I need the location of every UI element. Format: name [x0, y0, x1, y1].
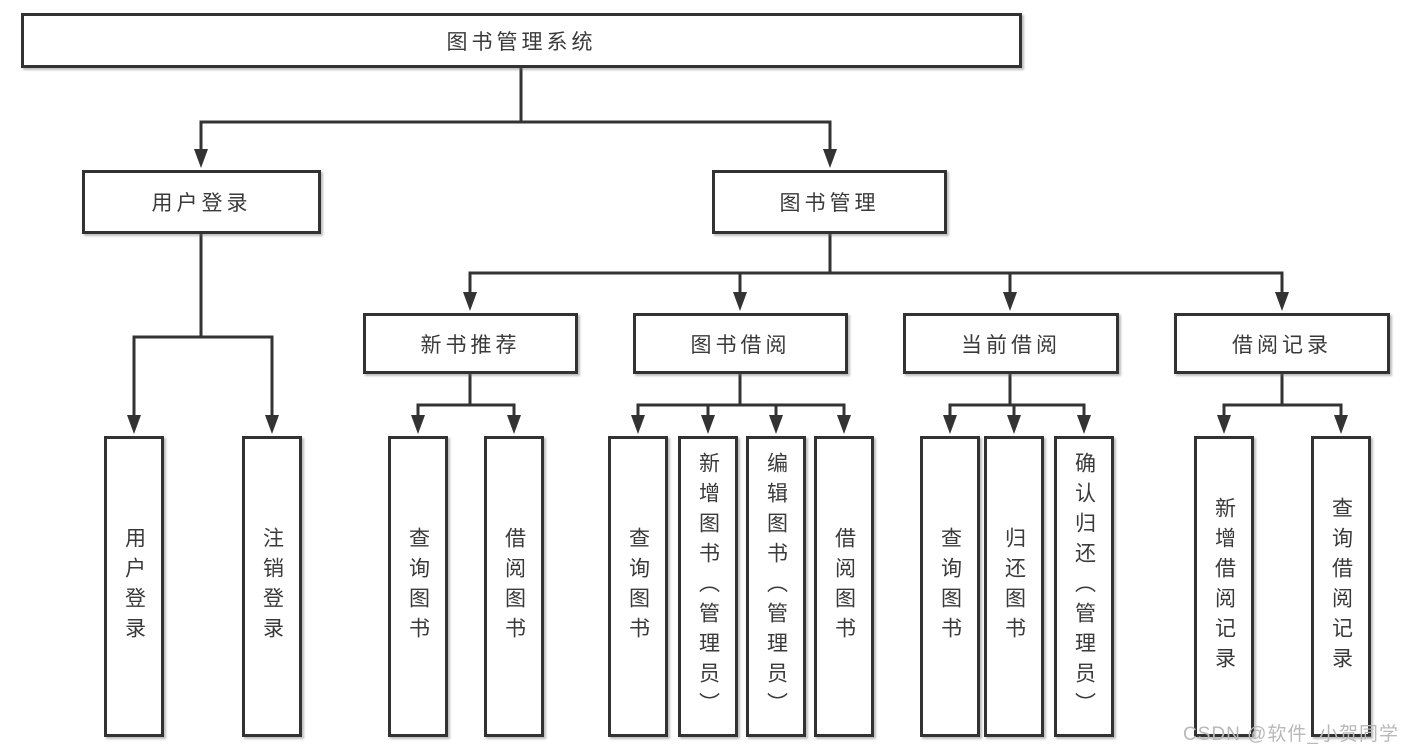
node-leaf-add-borrow-record: 新增借阅记录: [1194, 436, 1254, 737]
branch-label: 用户登录: [151, 192, 252, 215]
module-label: 当前借阅: [961, 333, 1061, 357]
connector-root-drops: [199, 120, 832, 152]
node-branch-book-management: 图书管理: [712, 170, 947, 234]
connector-borrow-drops: [636, 403, 846, 418]
node-leaf-user-login: 用户登录: [104, 436, 164, 737]
leaf-label: 归还图书: [1002, 526, 1026, 647]
leaf-label: 编辑图书（管理员）: [764, 451, 788, 722]
leaf-label: 查询图书: [406, 526, 430, 647]
node-module-new-book-recommend: 新书推荐: [363, 313, 578, 374]
leaf-label: 用户登录: [122, 526, 146, 647]
node-leaf-confirm-return-admin: 确认归还（管理员）: [1054, 436, 1114, 737]
leaf-label: 查询借阅记录: [1329, 496, 1353, 677]
node-leaf-query-book-recommend: 查询图书: [388, 436, 448, 737]
leaf-label: 确认归还（管理员）: [1072, 451, 1096, 722]
node-leaf-query-book-current: 查询图书: [920, 436, 980, 737]
leaf-label: 注销登录: [260, 526, 284, 647]
connector-current-drops: [948, 403, 1086, 418]
connector-newbook-drops: [416, 403, 516, 418]
node-module-current-borrow: 当前借阅: [903, 313, 1119, 374]
module-label: 借阅记录: [1232, 333, 1332, 357]
leaf-label: 查询图书: [626, 526, 650, 647]
csdn-watermark: CSDN @软件_小贺同学: [1183, 724, 1399, 745]
node-root-label: 图书管理系统: [446, 30, 597, 54]
leaf-label: 借阅图书: [832, 526, 856, 647]
leaf-label: 查询图书: [938, 526, 962, 647]
node-leaf-borrow-book: 借阅图书: [814, 436, 874, 737]
leaf-label: 新增借阅记录: [1212, 496, 1236, 677]
node-module-book-borrow: 图书借阅: [633, 313, 848, 374]
node-leaf-query-book-borrow: 查询图书: [608, 436, 668, 737]
connector-records-drops: [1222, 403, 1343, 418]
node-module-borrow-records: 借阅记录: [1174, 313, 1390, 374]
node-leaf-add-book-admin: 新增图书（管理员）: [678, 436, 738, 737]
node-leaf-edit-book-admin: 编辑图书（管理员）: [746, 436, 806, 737]
node-root: 图书管理系统: [21, 13, 1022, 68]
node-leaf-query-borrow-record: 查询借阅记录: [1311, 436, 1371, 737]
arrowheads: [127, 149, 1348, 434]
node-leaf-logout: 注销登录: [242, 436, 302, 737]
module-label: 新书推荐: [420, 333, 521, 357]
node-branch-user-login: 用户登录: [82, 170, 321, 234]
node-leaf-return-book: 归还图书: [984, 436, 1044, 737]
leaf-label: 新增图书（管理员）: [696, 451, 720, 722]
connector-bookmgmt-drops: [468, 271, 1284, 295]
node-leaf-borrow-book-recommend: 借阅图书: [484, 436, 544, 737]
leaf-label: 借阅图书: [502, 526, 526, 647]
module-label: 图书借阅: [690, 333, 791, 357]
connector-userlogin-drops: [132, 335, 274, 418]
branch-label: 图书管理: [779, 192, 880, 215]
